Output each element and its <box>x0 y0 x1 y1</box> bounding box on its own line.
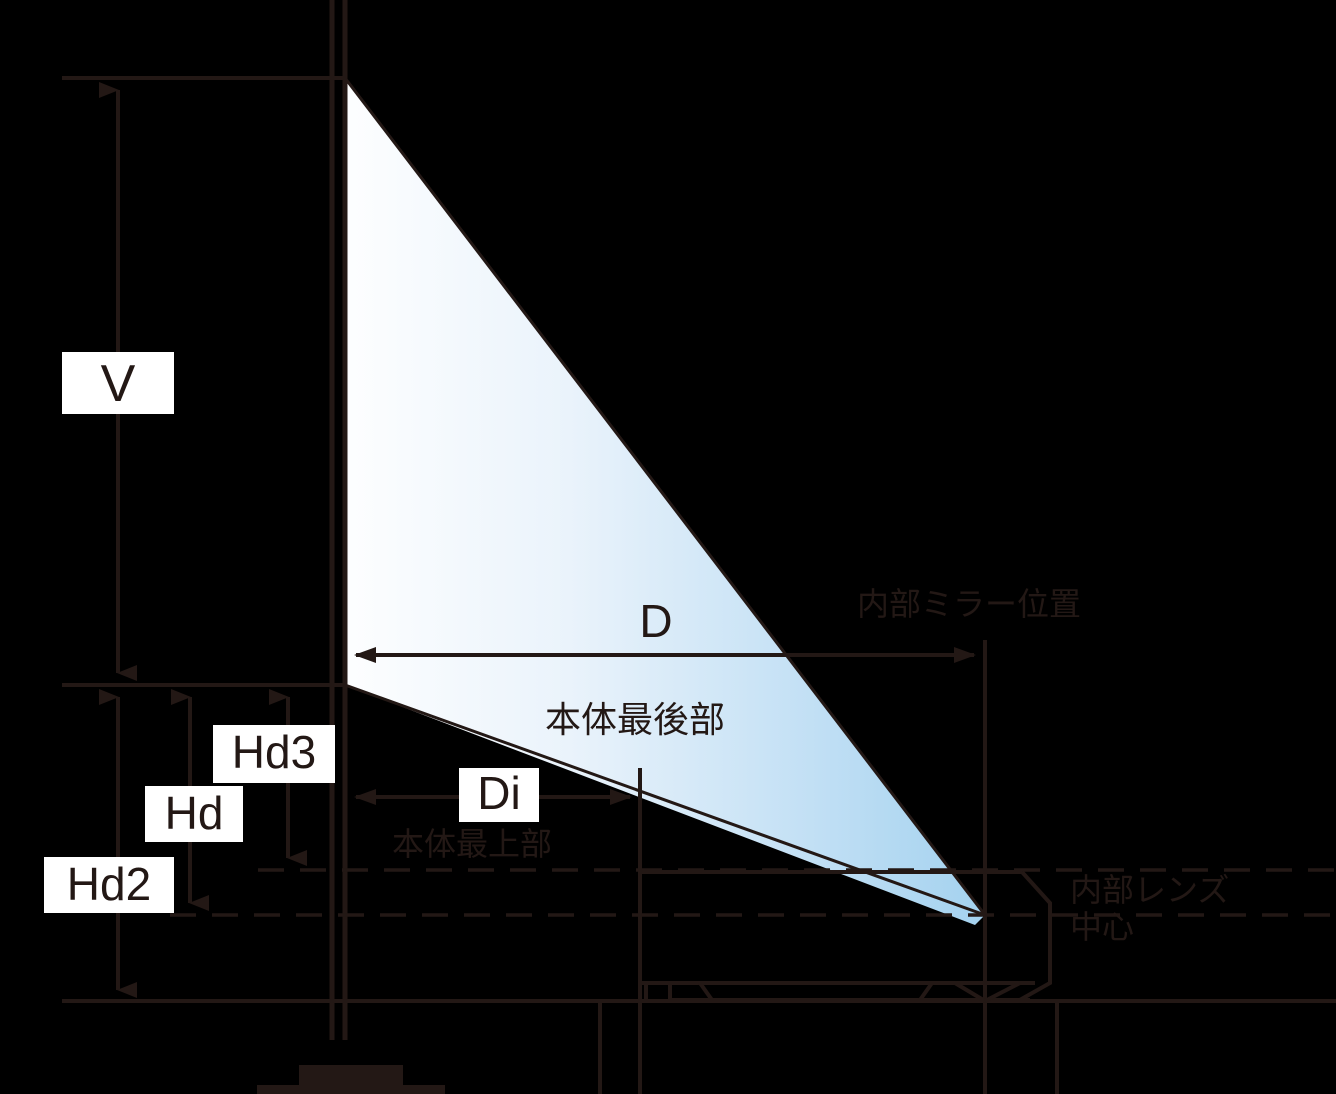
screen <box>257 0 445 1094</box>
screen-stand <box>299 1065 403 1085</box>
beam-upper-edge <box>343 77 987 916</box>
screen-base <box>257 1085 445 1094</box>
dimension-label-hd: Hd <box>145 786 243 842</box>
dimension-label-hd2: Hd2 <box>44 857 174 913</box>
extension-lines <box>62 76 345 687</box>
dimension-label-hd3: Hd3 <box>213 725 335 783</box>
annotation-unit-rear: 本体最後部 <box>545 700 726 741</box>
annotation-lens-center-line1: 内部レンズ <box>1070 871 1230 909</box>
projector-body <box>638 870 1052 1003</box>
dimension-label-v: V <box>62 352 174 414</box>
annotation-lens-center-line2: 中心 <box>1070 907 1135 946</box>
projection-beam <box>343 77 987 925</box>
annotation-lens-center: 内部レンズ中心 <box>1070 872 1229 946</box>
dimension-label-di: Di <box>459 768 539 822</box>
dimension-label-d: D <box>639 595 673 647</box>
beam-lower-edge <box>344 683 986 917</box>
annotation-mirror-position: 内部ミラー位置 <box>857 585 1082 623</box>
reference-dashed-lines <box>170 868 1336 917</box>
annotation-unit-top: 本体最上部 <box>392 825 553 863</box>
